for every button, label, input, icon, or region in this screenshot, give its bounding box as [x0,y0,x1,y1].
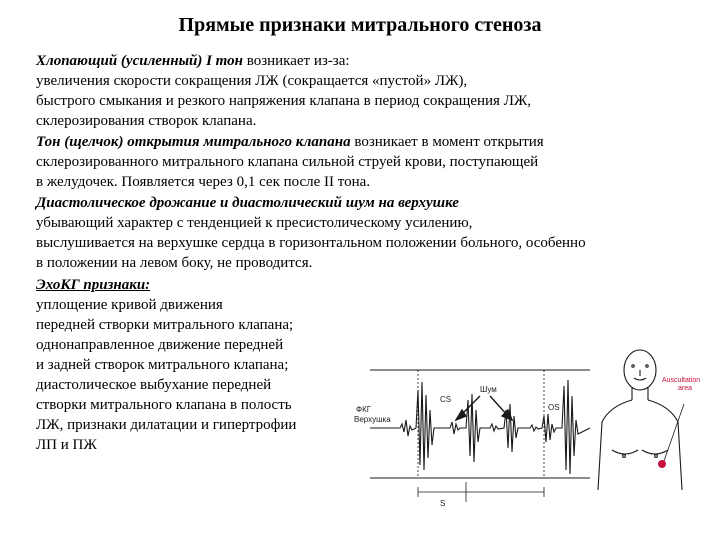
para3-line-3: в положении на левом боку, не проводится… [36,255,313,271]
para4-line-3: однонаправленное движение передней [36,337,284,353]
para1-heading: Хлопающий (усиленный) I тон [36,53,243,69]
para4-line-8: ЛП и ПЖ [36,437,97,453]
para1-line-1: увеличения скорости сокращения ЛЖ (сокра… [36,73,468,89]
para4-line-6: створки митрального клапана в полость [36,397,292,413]
waveform-trace [370,379,591,475]
os-label: OS [548,403,560,412]
fkg-label: ФКГ [356,405,372,414]
para1-heading-line: Хлопающий (усиленный) I тон возникает из… [36,52,350,71]
para3-heading: Диастолическое дрожание и диастолический… [36,195,459,211]
para2-heading: Тон (щелчок) открытия митрального клапан… [36,134,351,150]
para4-heading: ЭхоКГ признаки: [36,277,151,293]
patient-torso-drawing [597,349,683,491]
phonocardiogram-figure: ФКГ Верхушка CS Шум OS S [340,330,720,530]
interval-label: S [440,499,445,508]
para4-line-5: диастолическое выбухание передней [36,377,272,393]
para2-heading-rest: возникает в момент открытия [350,134,544,150]
para2-line-1: склерозированного митрального клапана си… [36,154,539,170]
auscultation-point [658,460,666,468]
figure-svg: ФКГ Верхушка CS Шум OS S [354,349,700,508]
apex-label: Верхушка [354,415,391,424]
para1-heading-rest: возникает из-за: [242,53,350,69]
para1-line-3: склерозирования створок клапана. [36,113,257,129]
auscultation-label: Auscultation [662,377,700,384]
auscultation-pointer [663,403,685,462]
para4-line-4: и задней створок митрального клапана; [36,357,289,373]
noise-label: Шум [480,385,497,394]
para4-line-1: уплощение кривой движения [36,297,223,313]
cs-label: CS [440,395,451,404]
para3-line-2: выслушивается на верхушке сердца в гориз… [36,235,586,251]
para4-line-2: передней створки митрального клапана; [36,317,294,333]
para1-line-2: быстрого смыкания и резкого напряжения к… [36,93,532,109]
noise-arrows [454,395,514,422]
auscultation-label-2: area [678,385,692,392]
para2-line-2: в желудочек. Появляется через 0,1 сек по… [36,174,371,190]
para3-line-1: убывающий характер с тенденцией к пресис… [36,215,473,231]
para4-line-7: ЛЖ, признаки дилатации и гипертрофии [36,417,297,433]
para2-heading-line: Тон (щелчок) открытия митрального клапан… [36,133,544,152]
page-title: Прямые признаки митрального стеноза [178,14,542,36]
